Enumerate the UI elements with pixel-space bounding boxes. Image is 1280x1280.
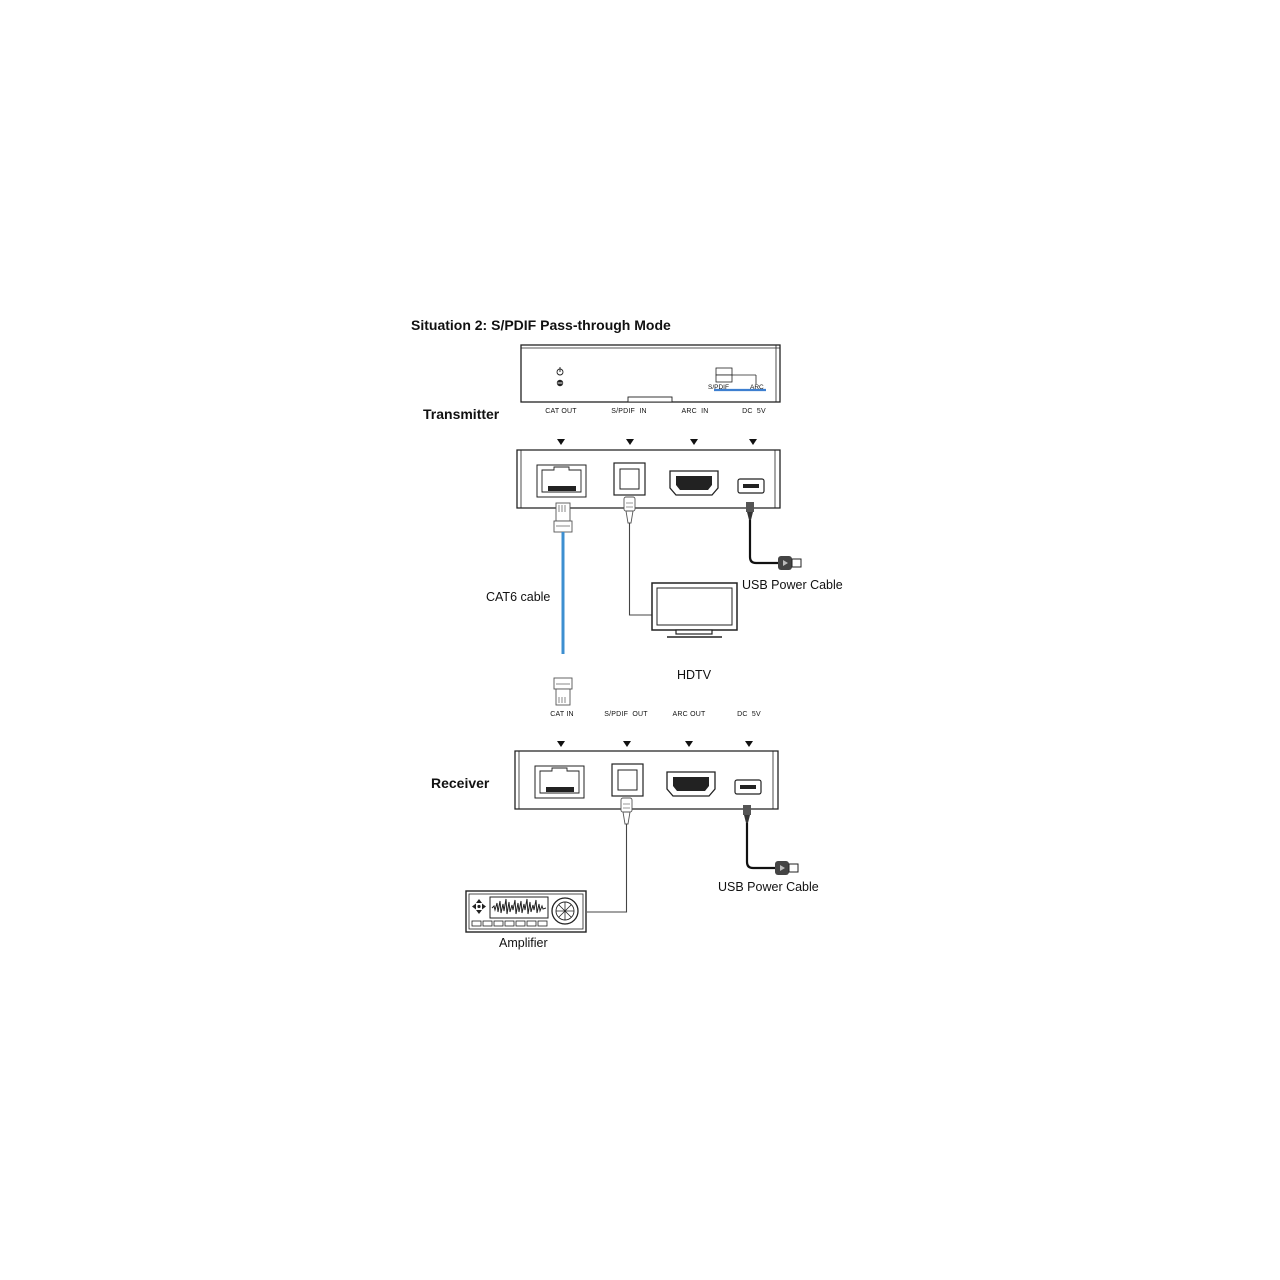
rx-optical-cable [587,824,628,913]
rx-usb-plug-end [775,861,799,875]
rx-port-arrows [557,741,753,747]
transmitter-label: Transmitter [423,406,500,422]
tx-port-label-arc-in: ARC IN [681,408,708,415]
tx-port-label-cat-out: CAT OUT [545,408,577,415]
rx-usb-plug [743,805,751,823]
tx-usb-plug-end [778,556,802,570]
amplifier-label: Amplifier [499,936,548,950]
rx-port-label-cat-in: CAT IN [550,711,574,718]
tx-port-label-spdif-in: S/PDIF IN [611,408,646,415]
tx-port-label-dc-5v: DC 5V [742,408,766,415]
receiver-rear-panel [514,750,779,810]
mode-switch [714,367,766,392]
tx-hdmi-port [669,470,719,496]
amplifier-icon [465,890,587,933]
transmitter-rear-panel [516,449,781,509]
switch-label-spdif: S/PDIF [708,384,729,391]
hdtv-label: HDTV [677,668,712,682]
switch-label-arc: ARC [750,384,764,391]
panel-slot [627,396,673,403]
tx-optical-cable [628,523,653,616]
power-icon [556,367,564,376]
rx-optical-port [611,763,644,797]
tx-usb-cable [748,520,779,565]
rx-hdmi-port [666,771,716,797]
tx-optical-plug [623,496,636,524]
tx-cat6-plug [553,502,573,533]
rx-port-label-spdif-out: S/PDIF OUT [604,711,648,718]
hdtv-icon [651,582,738,638]
tx-rj45-port [536,464,587,498]
rx-port-label-dc-5v: DC 5V [737,711,761,718]
tx-port-arrows [557,439,757,445]
diagram-title: Situation 2: S/PDIF Pass-through Mode [411,317,671,333]
rx-usb-cable [745,823,776,870]
rx-cat6-plug [553,677,573,706]
tx-usb-plug [746,502,754,520]
tx-usb-power-label: USB Power Cable [742,578,843,592]
rx-optical-plug [620,797,633,825]
receiver-label: Receiver [431,775,490,791]
tx-micro-usb-port [737,478,765,494]
rx-port-label-arc-out: ARC OUT [673,711,706,718]
rx-usb-power-label: USB Power Cable [718,880,819,894]
cat6-cable-label: CAT6 cable [486,590,550,604]
rx-micro-usb-port [734,779,762,795]
tx-optical-port [613,462,646,496]
rx-rj45-port [534,765,585,799]
transmitter-front-panel: S/PDIF ARC [520,344,781,403]
power-led [556,379,564,387]
